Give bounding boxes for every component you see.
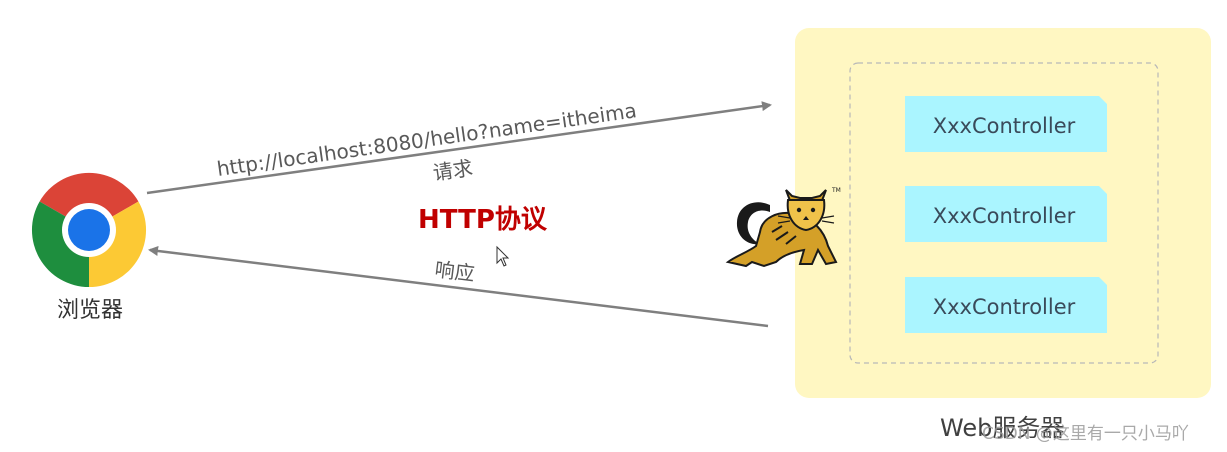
controller-label: XxxController: [933, 114, 1076, 138]
controller-box: XxxController: [905, 186, 1107, 242]
web-server-label: Web服务器: [940, 414, 1064, 442]
controller-group-boundary: [849, 62, 1159, 364]
tomcat-logo-icon: TM: [725, 187, 841, 268]
browser-label: 浏览器: [57, 298, 123, 323]
controller-label: XxxController: [933, 204, 1076, 228]
chrome-logo-icon: [31, 172, 147, 287]
controller-label: XxxController: [933, 295, 1076, 319]
controller-box: XxxController: [905, 96, 1107, 152]
request-arrow: [146, 101, 772, 195]
request-url: http://localhost:8080/hello?name=itheima: [215, 98, 638, 181]
svg-text:TM: TM: [831, 187, 841, 194]
request-label: 请求: [431, 156, 474, 185]
protocol-label: HTTP协议: [418, 205, 548, 235]
watermark: CSDN @这里有一只小马吖: [982, 424, 1189, 444]
cursor-icon: [496, 245, 510, 267]
response-label: 响应: [433, 257, 476, 286]
response-arrow: [148, 246, 769, 328]
controller-box: XxxController: [905, 277, 1107, 333]
